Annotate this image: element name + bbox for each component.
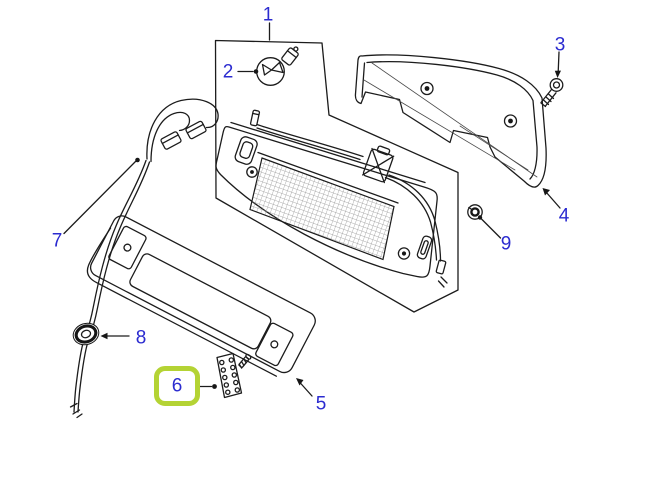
grommet-drawing[interactable] <box>70 320 101 348</box>
callout-4[interactable]: 4 <box>558 205 570 227</box>
rear-panel-drawing[interactable] <box>83 212 318 381</box>
leader-line-9 <box>477 215 502 239</box>
callout-3[interactable]: 3 <box>554 34 566 56</box>
leader-line-7 <box>63 157 140 235</box>
callout-1[interactable]: 1 <box>262 4 274 26</box>
callout-8[interactable]: 8 <box>135 327 147 349</box>
wiring-harness-drawing[interactable] <box>69 98 219 419</box>
leader-line-3 <box>554 51 561 78</box>
contact-plate-drawing[interactable] <box>216 352 252 399</box>
callout-9[interactable]: 9 <box>500 233 512 255</box>
callout-2[interactable]: 2 <box>222 61 234 83</box>
lens-drawing[interactable] <box>354 54 547 188</box>
bulb-drawing[interactable] <box>256 44 302 86</box>
callout-7[interactable]: 7 <box>51 230 63 252</box>
callout-box-part-1 <box>214 39 459 313</box>
leader-line-6 <box>199 384 217 389</box>
leader-line-4 <box>542 188 561 209</box>
leader-line-8 <box>100 332 130 340</box>
leader-line-5 <box>296 378 313 397</box>
callout-5[interactable]: 5 <box>315 393 327 415</box>
push-nut-drawing[interactable] <box>467 204 483 220</box>
leader-line-2 <box>237 69 259 74</box>
highlight-box-6[interactable]: 6 <box>154 366 200 406</box>
screw-drawing[interactable] <box>540 78 564 108</box>
callout-6[interactable]: 6 <box>171 375 183 397</box>
lamp-unit-drawing[interactable] <box>215 109 448 288</box>
